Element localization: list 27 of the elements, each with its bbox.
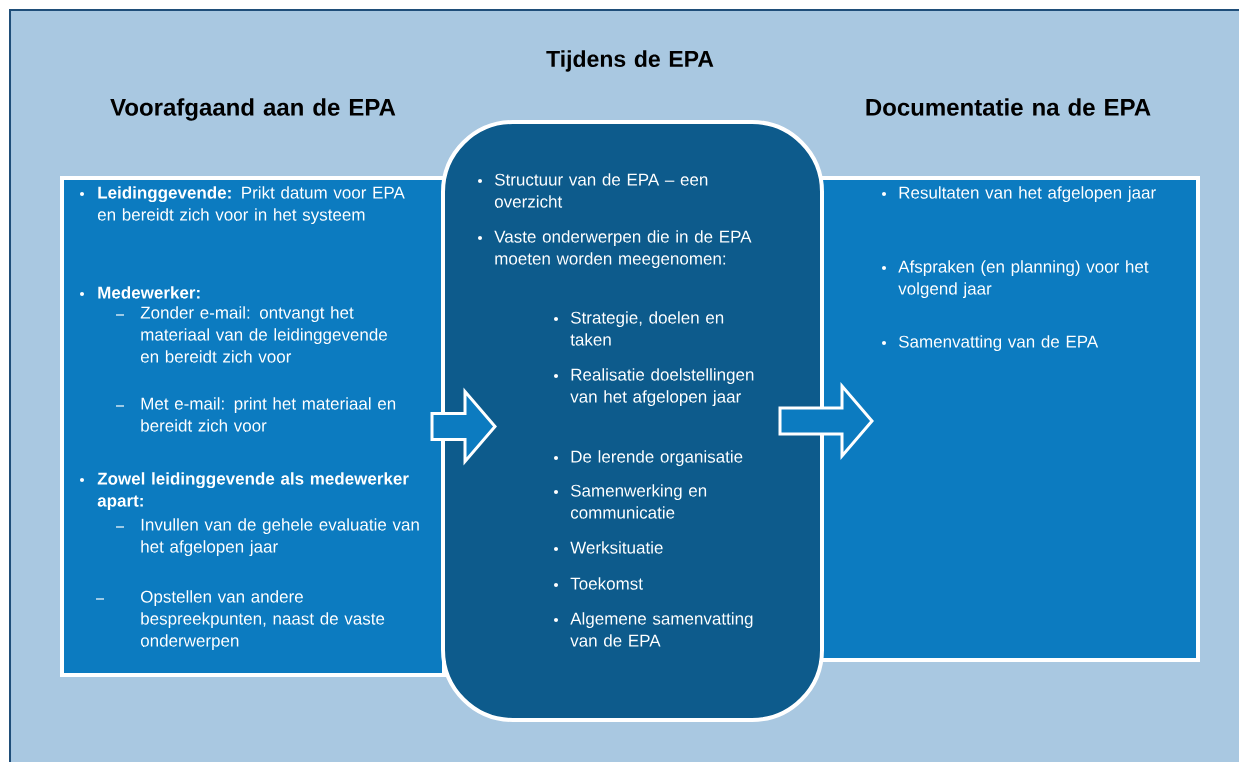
column-heading: Tijdens de EPA: [546, 50, 714, 72]
node-label: Afspraken (en planning) voor het volgend jaar: [898, 260, 1149, 299]
node-label: Algemene samenvatting van de EPA: [570, 612, 753, 647]
column-heading: Documentatie na de EPA: [866, 98, 1151, 116]
node-label: Invullen van de gehele evaluatie van het afgelopen jaar: [141, 518, 419, 557]
rounded-box: Structuur van de EPA – een overzicht Vaste onderwerpen die in de EPA moeten worden meegenomen: Strategie, doelen en taken Realisatie doelstellingen van het afgelopen jaar De lerende organisatie Samenwerking en communicatie Werksituatie Toekomst Algemene samenvatting van de EPA: [441, 120, 824, 722]
node-label: De lerende organisatie: [571, 450, 743, 467]
node-label: Zowel leidinggevende als medewerker apart:: [97, 472, 409, 511]
node-label: Samenwerking en communicatie: [570, 484, 707, 519]
content-box: Resultaten van het afgelopen jaar Afspraken (en planning) voor het volgend jaar Samenvatting van de EPA: [818, 176, 1200, 662]
content-box: Leidinggevende: Prikt datum voor EPA en bereidt zich voor in het systeem Medewerker: Zonder e-mail: ontvangt het materiaal van de leidinggevende en bereidt zich voor Met e-mail: print het materiaal en bereidt zich voor Zowel leidinggevende als medewerker apart: Invullen van de gehele evaluatie van het afgelopen jaar Opstellen van andere bespreekpunten, naast de vaste onderwerpen: [60, 176, 446, 677]
node-label: Opstellen van andere bespreekpunten, naast de vaste onderwerpen: [140, 590, 385, 651]
node-label: Met e-mail: print het materiaal en bereidt zich voor: [141, 397, 396, 432]
node-label: Resultaten van het afgelopen jaar: [899, 186, 1156, 203]
node-label: Strategie, doelen en taken: [570, 311, 724, 346]
node-label: Werksituatie: [570, 541, 663, 554]
node-label: Vaste onderwerpen die in de EPA moeten worden meegenomen:: [494, 230, 752, 269]
column-heading: Voorafgaand aan de EPA: [110, 98, 396, 121]
block-arrow: [430, 387, 497, 466]
node-label: Medewerker:: [98, 286, 200, 299]
node-label: Leidinggevende: Prikt datum voor EPA en bereidt zich voor in het systeem: [97, 186, 405, 225]
node-label: Zonder e-mail: ontvangt het materiaal van de leidinggevende en bereidt zich voor: [140, 306, 387, 363]
node-label: Realisatie doelstellingen van het afgelopen jaar: [570, 368, 754, 407]
block-arrow: [778, 381, 874, 461]
node-label: Toekomst: [570, 577, 643, 590]
node-label: Structuur van de EPA – een overzicht: [494, 173, 708, 208]
node-label: Samenvatting van de EPA: [898, 335, 1099, 352]
